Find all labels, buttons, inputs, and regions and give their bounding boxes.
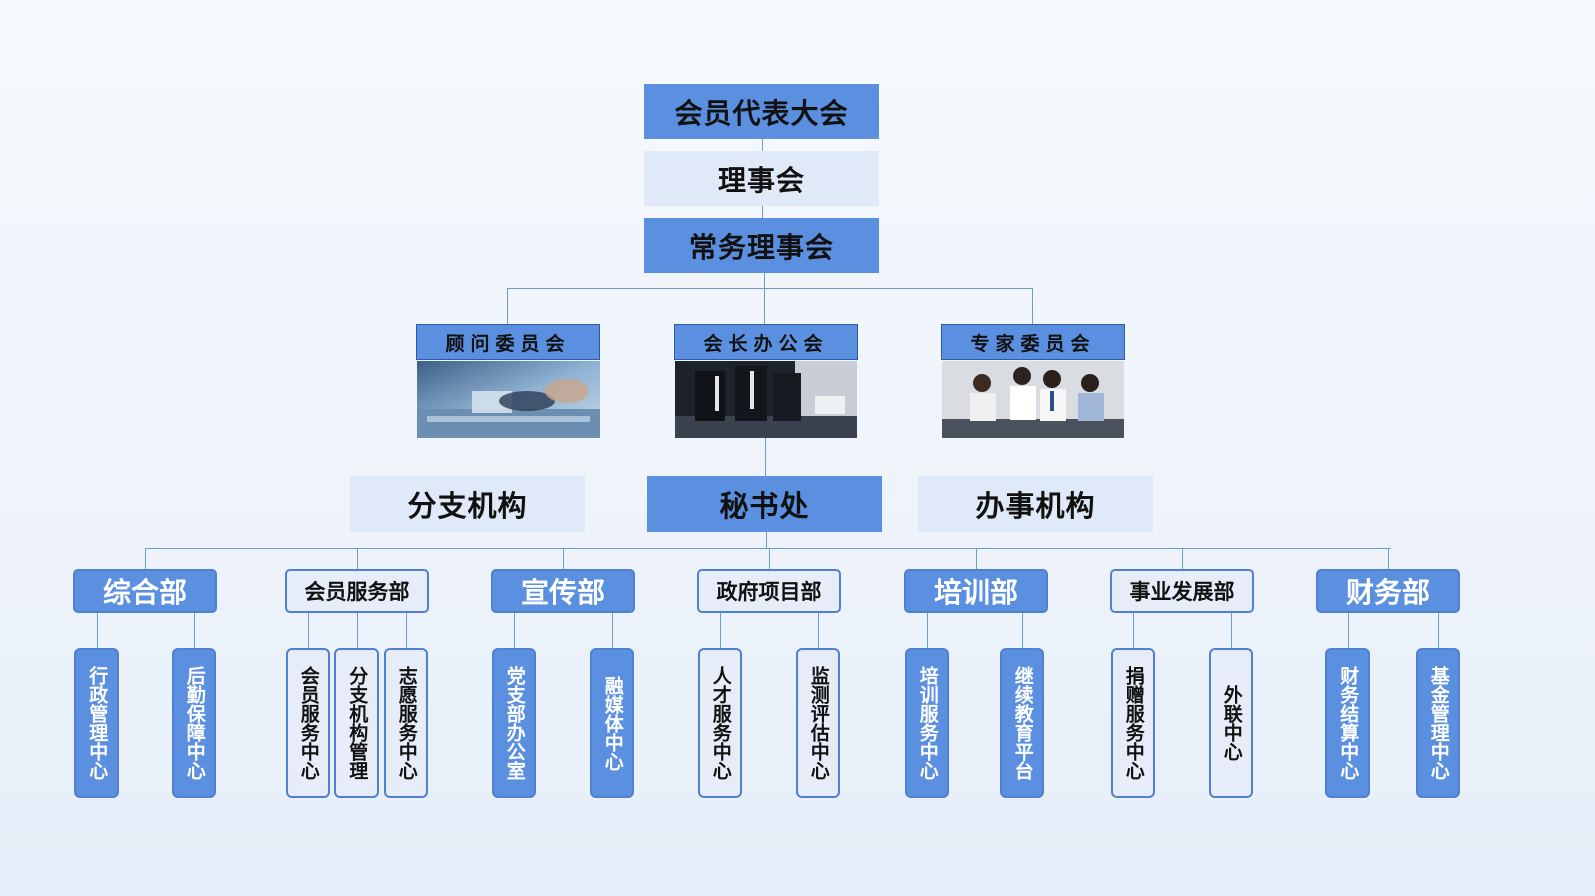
department-label: 财务部 <box>1345 576 1430 609</box>
connector-line <box>406 613 407 648</box>
department-label: 综合部 <box>102 576 187 609</box>
connector-line <box>1032 288 1033 324</box>
president-office-photo <box>675 361 857 438</box>
department-box: 培训部 <box>904 569 1048 613</box>
council-label: 理事会 <box>717 163 805 197</box>
expert-photo <box>942 361 1124 438</box>
advisory-committee-header: 顾问委员会 <box>416 324 600 360</box>
department-label: 培训部 <box>933 576 1018 609</box>
connector-line <box>357 548 358 569</box>
connector-line <box>1182 548 1183 569</box>
sub-center-label: 志愿服务中心 <box>395 666 418 780</box>
sub-center-box: 外联中心 <box>1209 648 1253 798</box>
sub-center-box: 培训服务中心 <box>905 648 949 798</box>
connector-line <box>1133 613 1134 648</box>
secretariat-label: 秘书处 <box>719 489 810 523</box>
sub-center-box: 分支机构管理 <box>334 648 379 798</box>
advisory-photo <box>417 361 600 438</box>
department-box: 综合部 <box>73 569 217 613</box>
connector-line <box>764 273 765 324</box>
connector-line <box>927 613 928 648</box>
sub-center-box: 监测评估中心 <box>796 648 840 798</box>
connector-line <box>145 548 146 569</box>
sub-center-label: 融媒体中心 <box>601 675 624 771</box>
sub-center-label: 外联中心 <box>1220 685 1243 761</box>
connector-line <box>514 613 515 648</box>
sub-center-box: 后勤保障中心 <box>172 648 216 798</box>
sub-center-box: 会员服务中心 <box>286 648 330 798</box>
department-label: 会员服务部 <box>304 579 410 604</box>
office-label: 办事机构 <box>975 489 1096 523</box>
secretariat-box: 秘书处 <box>647 476 882 532</box>
standing-council-box: 常务理事会 <box>644 218 879 273</box>
connector-line <box>357 613 358 648</box>
department-box: 财务部 <box>1316 569 1460 613</box>
sub-center-label: 党支部办公室 <box>503 666 526 780</box>
sub-center-box: 捐赠服务中心 <box>1111 648 1155 798</box>
connector-line <box>1022 613 1023 648</box>
council-box: 理事会 <box>644 151 879 206</box>
sub-center-label: 捐赠服务中心 <box>1122 666 1145 780</box>
department-box: 政府项目部 <box>697 569 841 613</box>
sub-center-label: 财务结算中心 <box>1337 666 1360 780</box>
expert-committee-label: 专家委员会 <box>970 332 1096 355</box>
connector-line <box>308 613 309 648</box>
sub-center-box: 财务结算中心 <box>1325 648 1370 798</box>
sub-center-box: 行政管理中心 <box>74 648 119 798</box>
office-box: 办事机构 <box>918 476 1153 532</box>
connector-line <box>1438 613 1439 648</box>
general-assembly-label: 会员代表大会 <box>674 96 849 130</box>
department-box: 事业发展部 <box>1110 569 1254 613</box>
branch-box: 分支机构 <box>350 476 585 532</box>
expert-committee-header: 专家委员会 <box>941 324 1125 360</box>
sub-center-box: 融媒体中心 <box>590 648 634 798</box>
president-office-label: 会长办公会 <box>703 332 829 355</box>
branch-label: 分支机构 <box>407 489 528 523</box>
sub-center-label: 行政管理中心 <box>86 666 109 780</box>
connector-line <box>507 288 508 324</box>
sub-center-label: 基金管理中心 <box>1427 666 1450 780</box>
sub-center-box: 志愿服务中心 <box>384 648 428 798</box>
connector-line <box>97 613 98 648</box>
sub-center-box: 继续教育平台 <box>1000 648 1044 798</box>
advisory-committee-label: 顾问委员会 <box>445 332 571 355</box>
connector-line <box>769 548 770 569</box>
connector-line <box>766 532 767 549</box>
department-label: 事业发展部 <box>1129 579 1235 604</box>
connector-line <box>818 613 819 648</box>
connector-line <box>762 206 763 218</box>
sub-center-label: 分支机构管理 <box>346 666 369 780</box>
sub-center-label: 继续教育平台 <box>1011 666 1034 780</box>
sub-center-label: 后勤保障中心 <box>183 666 206 780</box>
connector-line <box>612 613 613 648</box>
sub-center-label: 监测评估中心 <box>807 666 830 780</box>
sub-center-label: 培训服务中心 <box>916 666 939 780</box>
connector-line <box>720 613 721 648</box>
department-label: 政府项目部 <box>716 579 822 604</box>
connector-line <box>765 438 766 476</box>
connector-line <box>507 288 1033 289</box>
sub-center-box: 人才服务中心 <box>698 648 742 798</box>
connector-line <box>145 548 1391 549</box>
sub-center-box: 党支部办公室 <box>492 648 536 798</box>
connector-line <box>1231 613 1232 648</box>
department-box: 宣传部 <box>491 569 635 613</box>
sub-center-box: 基金管理中心 <box>1416 648 1460 798</box>
general-assembly-box: 会员代表大会 <box>644 84 879 139</box>
connector-line <box>762 139 763 151</box>
department-label: 宣传部 <box>520 576 605 609</box>
connector-line <box>976 548 977 569</box>
sub-center-label: 人才服务中心 <box>709 666 732 780</box>
president-office-header: 会长办公会 <box>674 324 858 360</box>
sub-center-label: 会员服务中心 <box>297 666 320 780</box>
department-box: 会员服务部 <box>285 569 429 613</box>
connector-line <box>194 613 195 648</box>
connector-line <box>1348 613 1349 648</box>
connector-line <box>563 548 564 569</box>
standing-council-label: 常务理事会 <box>688 230 834 264</box>
connector-line <box>1388 548 1389 569</box>
